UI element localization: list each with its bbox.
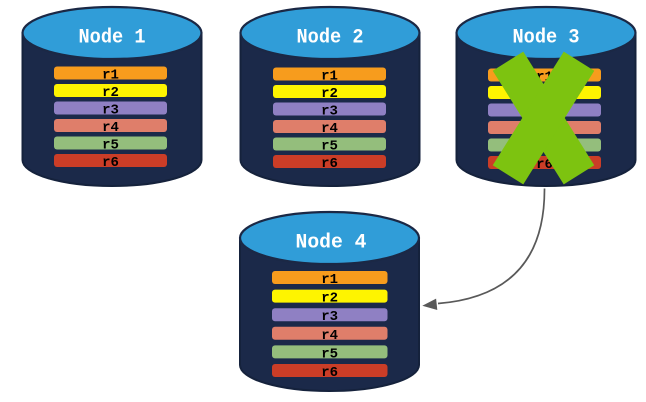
svg-text:Node 4: Node 4 [296, 232, 367, 255]
svg-text:Node 3: Node 3 [513, 27, 580, 50]
svg-text:Node 1: Node 1 [79, 27, 146, 50]
svg-text:Node 2: Node 2 [297, 27, 364, 50]
